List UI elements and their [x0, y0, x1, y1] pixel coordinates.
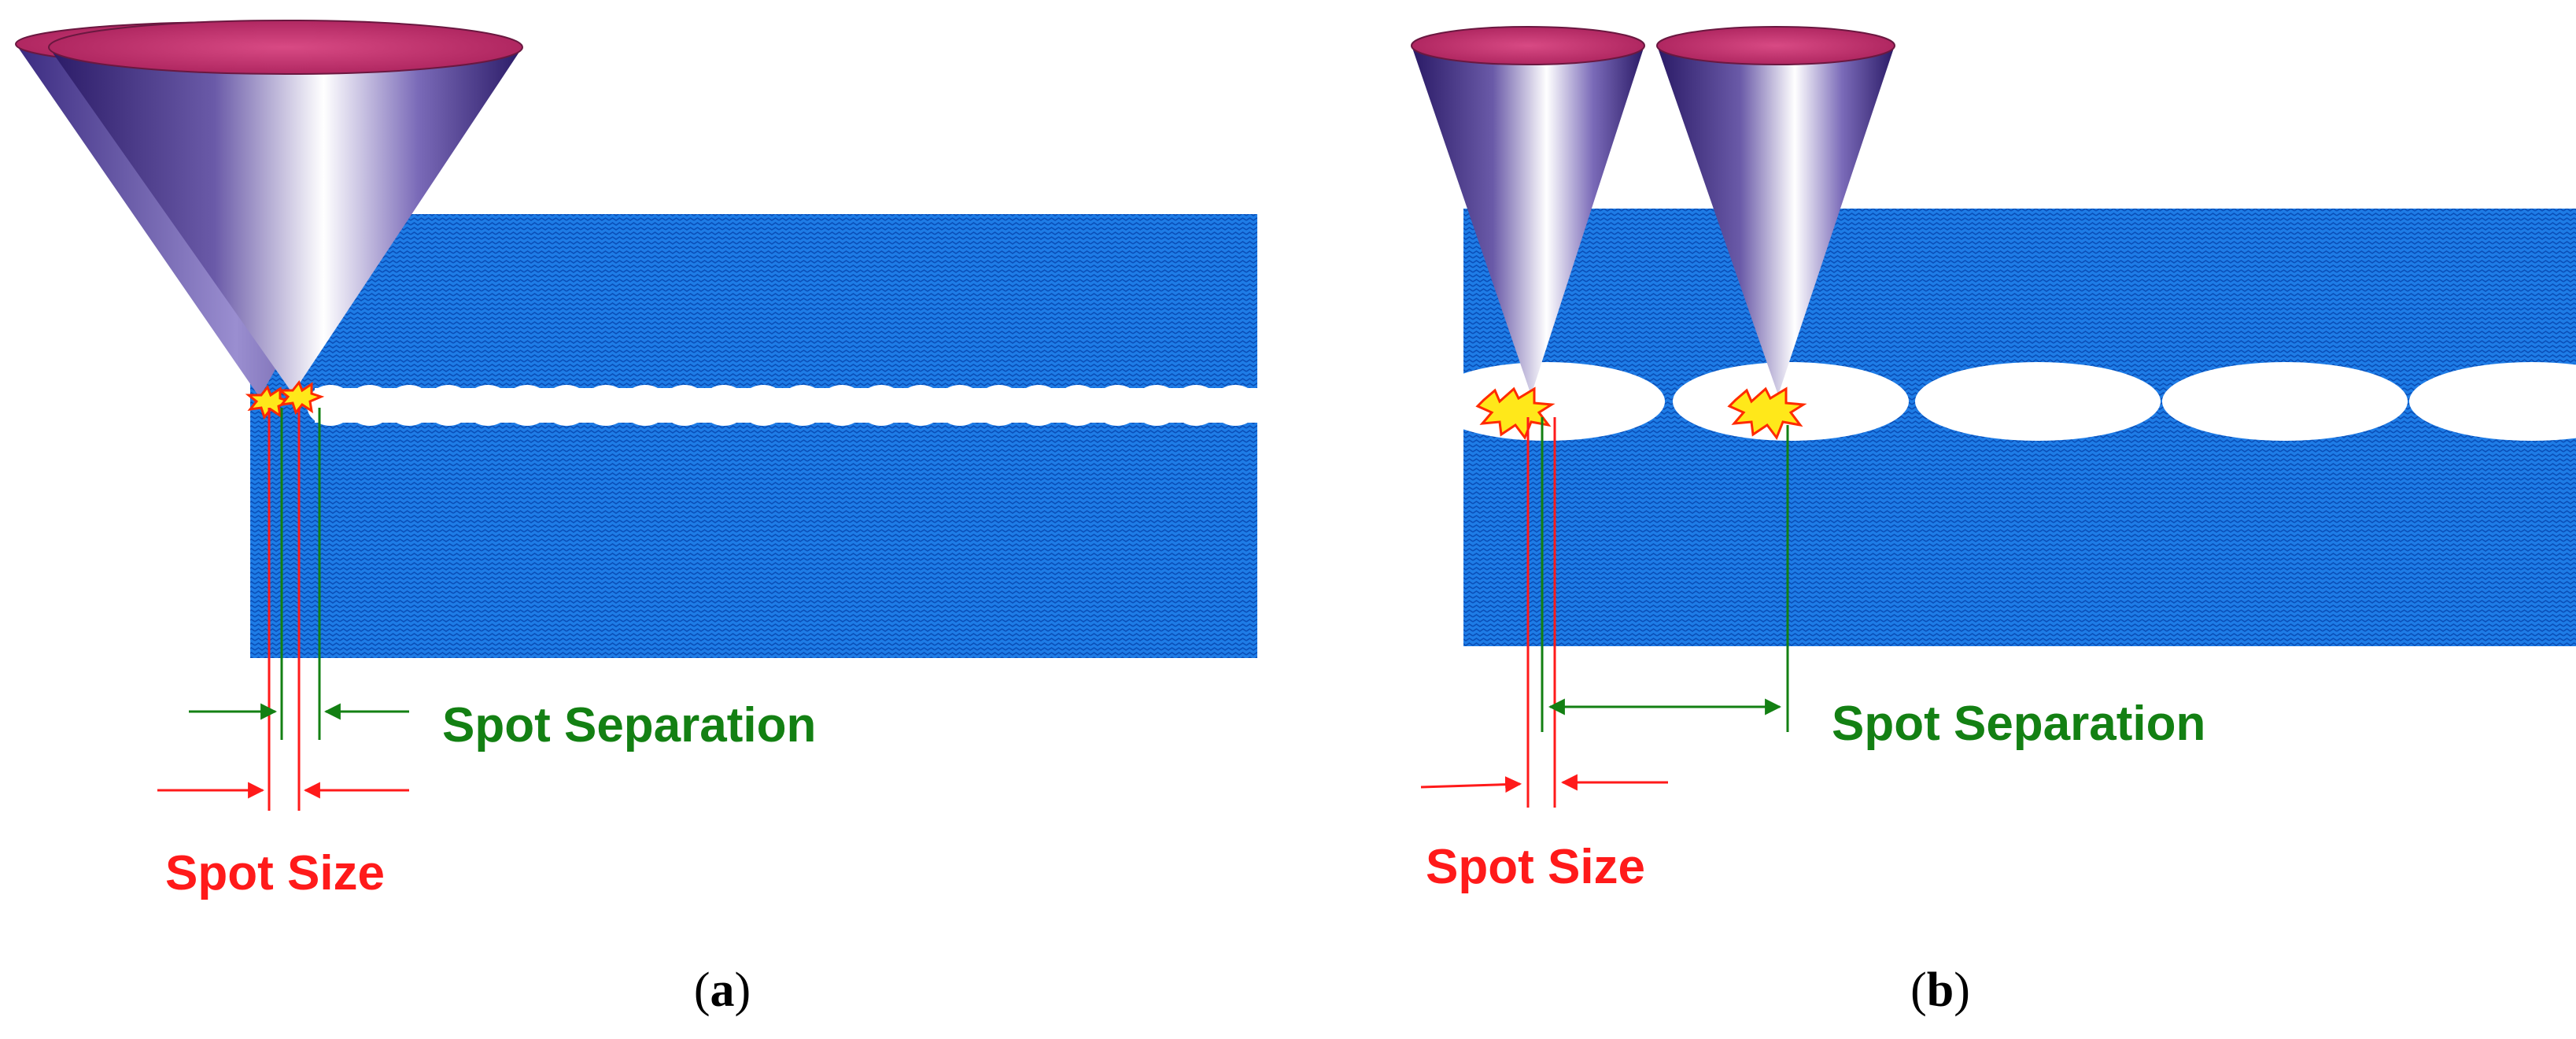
panel-caption-b: (b) [1910, 963, 1970, 1017]
guide-lines-a [268, 408, 321, 811]
laser-spot-a [245, 380, 325, 420]
size-arrows-b [1420, 774, 1668, 793]
panel-caption-a: (a) [694, 963, 751, 1017]
laser-cone-left-b [1411, 26, 1645, 395]
laser-spot-left-b [1475, 386, 1556, 441]
spot-separation-label-b: Spot Separation [1832, 697, 2205, 751]
spot-size-label-a: Spot Size [165, 846, 385, 900]
substrate-a [250, 214, 1259, 658]
spot-separation-label-a: Spot Separation [442, 698, 816, 752]
laser-cone-right-b [1656, 26, 1895, 395]
laser-cone-front-a [48, 20, 523, 394]
substrate-b [1429, 209, 2576, 646]
guide-lines-b [1526, 417, 1789, 808]
panel-b: Spot Separation Spot Size (b) [1411, 26, 2576, 1017]
laser-spot-right-b [1727, 386, 1807, 441]
spot-size-label-b: Spot Size [1426, 840, 1645, 894]
panel-a: Spot Separation Spot Size (a) [15, 20, 1259, 1017]
